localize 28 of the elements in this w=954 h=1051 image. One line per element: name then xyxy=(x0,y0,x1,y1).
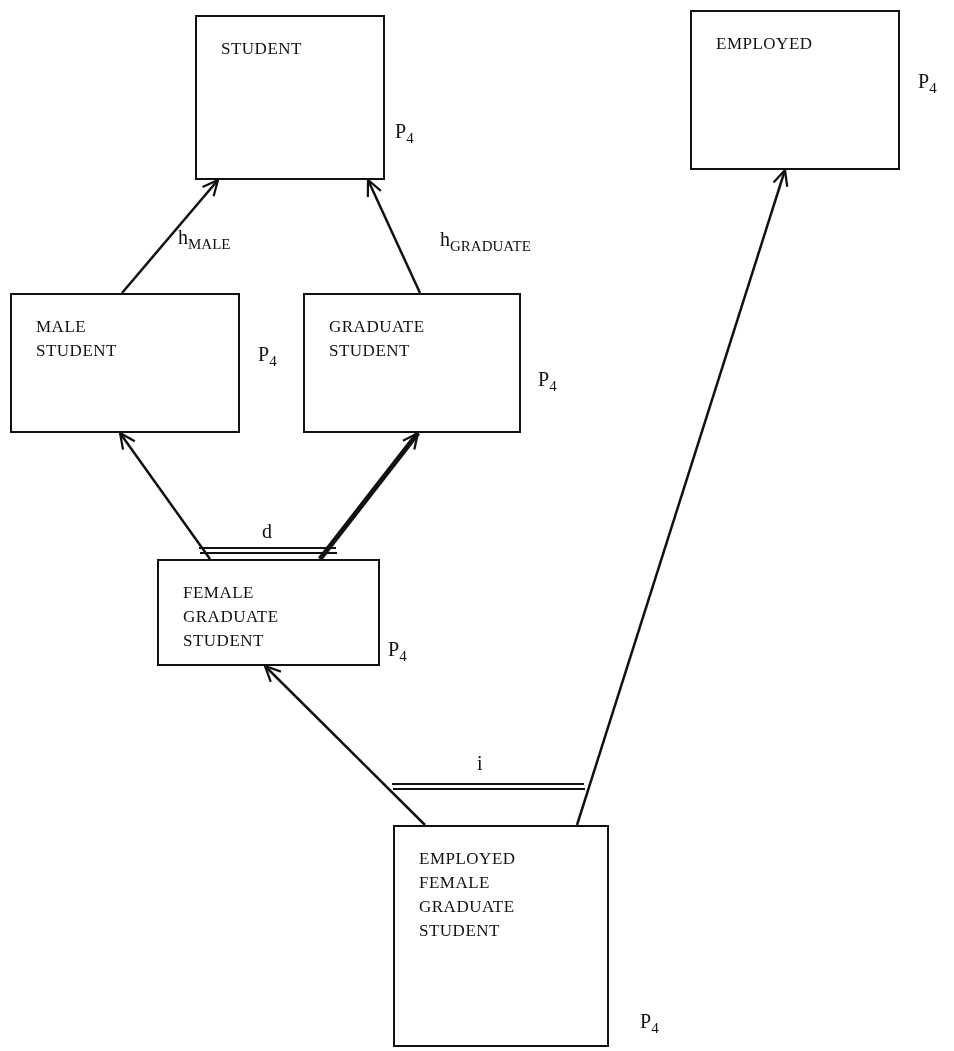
arrow xyxy=(366,178,422,294)
concept-name: EMPLOYED FEMALE GRADUATE STUDENT xyxy=(419,848,517,942)
concept-box xyxy=(393,825,609,1047)
concept-box xyxy=(690,10,900,170)
arrow xyxy=(121,178,220,294)
concept-name: EMPLOYED xyxy=(716,33,814,55)
concept-name: GRADUATE STUDENT xyxy=(329,316,426,362)
predicate-label: P$_{4}$ xyxy=(640,1010,659,1037)
predicate-label: P$_{4}$ xyxy=(918,70,937,97)
predicate-label: P$_{4}$ xyxy=(538,368,557,395)
arrow xyxy=(118,431,211,560)
edge-label: h$_{MALE}$ xyxy=(178,226,231,253)
arrow xyxy=(263,664,426,826)
predicate-label: P$_{4}$ xyxy=(388,638,407,665)
concept-name: MALE STUDENT xyxy=(36,316,118,362)
arrow xyxy=(318,431,420,561)
constraint-label: d xyxy=(262,520,272,543)
arrow xyxy=(575,168,789,826)
concept-box xyxy=(303,293,521,433)
constraint-label: i xyxy=(477,752,483,775)
predicate-label: P$_{4}$ xyxy=(258,343,277,370)
predicate-label: P$_{4}$ xyxy=(395,120,414,147)
concept-box xyxy=(10,293,240,433)
concept-name: STUDENT xyxy=(221,38,303,60)
concept-box xyxy=(195,15,385,180)
concept-box xyxy=(157,559,380,666)
concept-name: FEMALE GRADUATE STUDENT xyxy=(183,582,280,652)
edge-label: h$_{GRADUATE}$ xyxy=(440,228,531,255)
